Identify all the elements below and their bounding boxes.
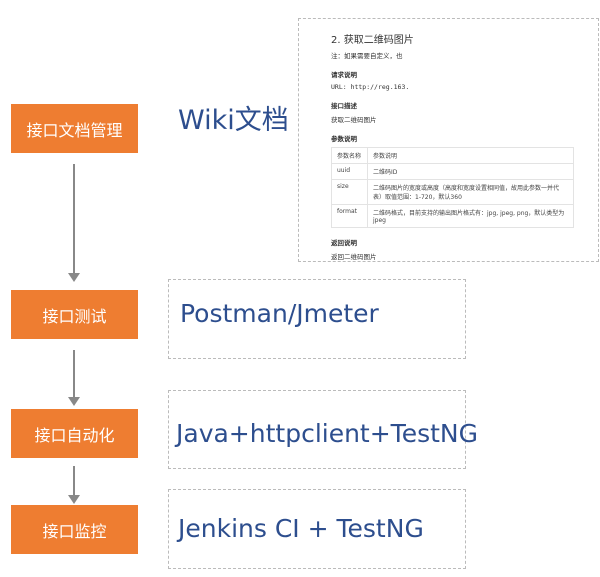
cell: size bbox=[331, 179, 368, 205]
arrow bbox=[68, 350, 80, 406]
arrow bbox=[68, 164, 80, 282]
tool-box bbox=[168, 489, 466, 569]
cell: 参数名称 bbox=[331, 147, 368, 164]
doc-req-heading: 请求说明 bbox=[331, 71, 357, 79]
doc-return-heading: 返回说明 bbox=[331, 239, 357, 247]
cell: 二维码ID bbox=[367, 163, 574, 180]
doc-url: URL: http://reg.163. bbox=[331, 83, 410, 91]
cell: 二维码格式，目前支持的输出图片格式有：jpg, jpeg, png，默认类型为j… bbox=[367, 204, 574, 228]
tool-postman: Postman/Jmeter bbox=[180, 299, 379, 328]
tool-box bbox=[168, 279, 466, 359]
doc-desc-heading: 接口描述 bbox=[331, 102, 357, 110]
doc-note: 注：如果需要自定义，也 bbox=[331, 52, 403, 60]
doc-params-heading: 参数说明 bbox=[331, 135, 357, 143]
step-automation: 接口自动化 bbox=[11, 409, 138, 458]
cell: uuid bbox=[331, 163, 368, 180]
cell: 二维码图片的宽度或高度（高度和宽度设置相同值，故用此参数一并代表）取值范围：1-… bbox=[367, 179, 574, 205]
table-row: 参数名称参数说明 bbox=[331, 147, 574, 164]
doc-desc: 获取二维码图片 bbox=[331, 116, 377, 124]
step-monitoring: 接口监控 bbox=[11, 505, 138, 554]
cell: 参数说明 bbox=[367, 147, 574, 164]
step-doc-management: 接口文档管理 bbox=[11, 104, 138, 153]
tool-java: Java+httpclient+TestNG bbox=[176, 419, 478, 448]
tool-wiki: Wiki文档 bbox=[178, 105, 289, 136]
tool-jenkins: Jenkins CI + TestNG bbox=[178, 514, 424, 543]
doc-return: 返回二维码图片 bbox=[331, 253, 377, 261]
cell: format bbox=[331, 204, 368, 228]
doc-title: 2. 获取二维码图片 bbox=[331, 35, 414, 46]
arrow bbox=[68, 466, 80, 504]
tool-box bbox=[168, 390, 466, 469]
step-testing: 接口测试 bbox=[11, 290, 138, 339]
wiki-doc-screenshot: 2. 获取二维码图片 注：如果需要自定义，也 请求说明 URL: http://… bbox=[298, 18, 599, 262]
